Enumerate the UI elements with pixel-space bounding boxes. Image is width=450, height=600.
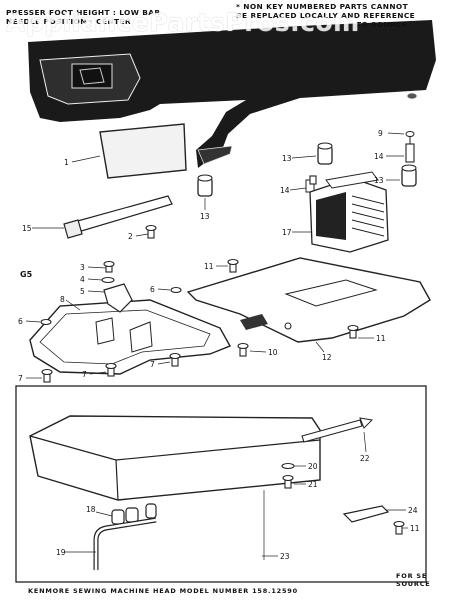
part-number: 6	[18, 317, 23, 326]
part-number: 9	[378, 129, 383, 138]
part-number: 13	[374, 176, 384, 185]
cover-plate-part	[99, 123, 187, 179]
lid-bracket-part	[342, 505, 390, 523]
part-number: 23	[280, 552, 290, 561]
source-line-1: FOR SE	[396, 572, 428, 580]
note-line-2: BE REPLACED LOCALLY AND REFERENCE	[236, 11, 416, 20]
part-number: 5	[80, 287, 85, 296]
case-lid-part	[29, 415, 321, 501]
part-number: 8	[60, 295, 65, 304]
part-number: 7	[18, 374, 23, 383]
part-number: 7	[82, 370, 87, 379]
note-line-3: TO SOURCE	[356, 20, 408, 29]
clip-parts	[111, 503, 157, 525]
presser-foot-height-line: PRESSER FOOT HEIGHT : LOW BAR	[6, 8, 161, 17]
part-number-labels: 1 2 3 4 5 6 6 8 7 7 7 9 10 11 11 11 12 1…	[18, 129, 420, 561]
part-number: 19	[56, 548, 66, 557]
accessory-box-outline	[15, 385, 427, 583]
part-number: 1	[64, 158, 69, 167]
part-number: 11	[204, 262, 214, 271]
screw-parts	[40, 175, 359, 383]
machine-head-body	[28, 20, 436, 168]
section-label: G5	[20, 270, 33, 279]
part-number: 6	[150, 285, 155, 294]
part-number: 22	[360, 454, 370, 463]
note-line-1: * NON KEY NUMBERED PARTS CANNOT	[236, 2, 409, 11]
part-number: 17	[282, 228, 292, 237]
source-caption: FOR SE SOURCE	[396, 572, 431, 588]
part-number: 14	[280, 186, 290, 195]
watermark: AppliancePartsPros.com	[6, 8, 360, 37]
small-fasteners	[281, 462, 405, 535]
part-number: 15	[22, 224, 32, 233]
part-number: 24	[408, 506, 418, 515]
hinge-pin-part	[301, 417, 374, 443]
needle-position-line: NEEDLE POSITION : CENTER	[6, 17, 131, 26]
part-number: 14	[374, 152, 384, 161]
non-key-parts-note: * NON KEY NUMBERED PARTS CANNOT BE REPLA…	[236, 2, 415, 29]
leader-lines	[25, 132, 408, 560]
part-number: 4	[80, 275, 85, 284]
part-number: 13	[282, 154, 292, 163]
part-number: 18	[86, 505, 96, 514]
presser-foot-note: PRESSER FOOT HEIGHT : LOW BAR NEEDLE POS…	[6, 8, 161, 26]
part-number: 12	[322, 353, 332, 362]
shaft-part	[63, 195, 173, 239]
part-number: 21	[308, 480, 318, 489]
source-line-2: SOURCE	[396, 580, 431, 588]
bed-plate-part	[29, 299, 231, 375]
part-number: 20	[308, 462, 318, 471]
base-plate-part	[186, 257, 431, 343]
housing-part	[309, 171, 389, 253]
part-number: 3	[80, 263, 85, 272]
part-number: 13	[200, 212, 210, 221]
model-number-caption: KENMORE SEWING MACHINE HEAD MODEL NUMBER…	[28, 587, 298, 595]
part-number: 10	[268, 348, 278, 357]
part-number: 7	[150, 360, 155, 369]
bracket-part	[103, 283, 133, 313]
part-number: 2	[128, 232, 133, 241]
part-number: 11	[410, 524, 420, 533]
bushing-parts	[197, 142, 417, 197]
part-number: 11	[376, 334, 386, 343]
